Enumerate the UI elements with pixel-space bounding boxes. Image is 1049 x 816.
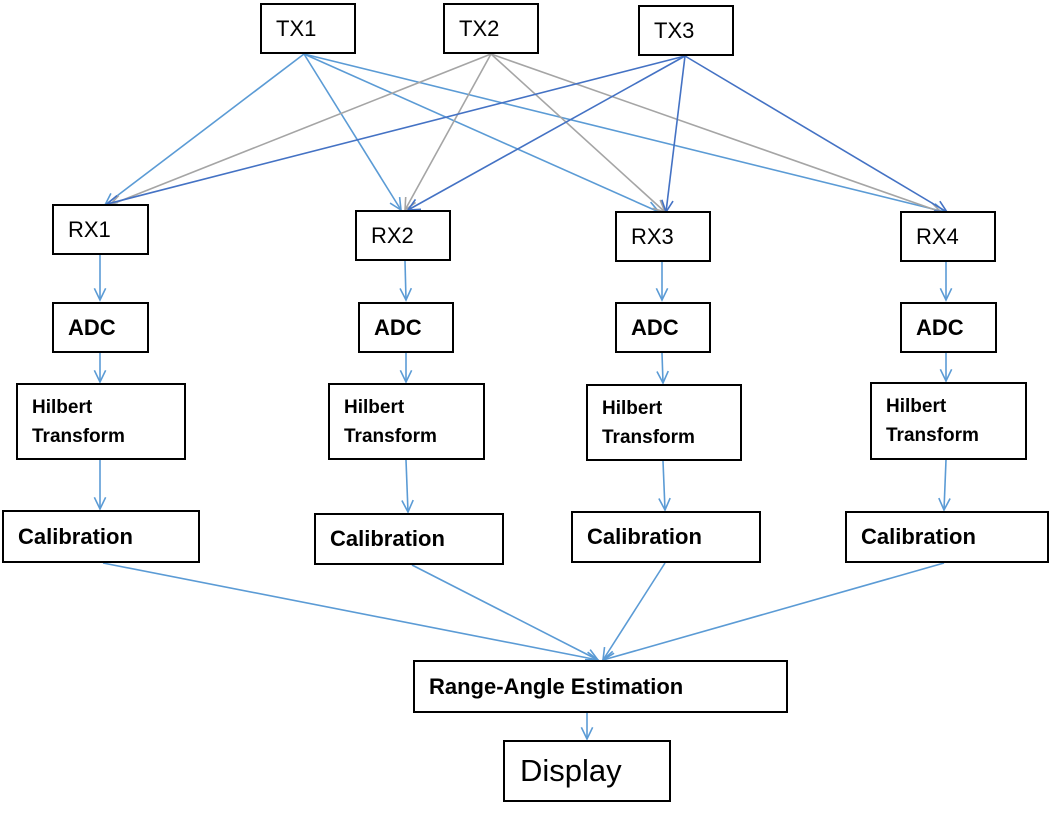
hilbert-to-calibration-arrow-1 bbox=[93, 460, 107, 511]
calibration2-to-range-arrow bbox=[411, 564, 600, 661]
adc-to-hilbert-arrow-2 bbox=[399, 353, 413, 384]
rx2-box: RX2 bbox=[355, 210, 451, 261]
hilbert-box-2: Hilbert Transform bbox=[328, 383, 485, 460]
tx2-to-rx1-arrow bbox=[108, 53, 492, 207]
calibration-label-2: Calibration bbox=[330, 526, 445, 551]
tx3-label: TX3 bbox=[654, 17, 695, 43]
tx3-to-rx2-arrow bbox=[406, 55, 686, 211]
adc-box-2: ADC bbox=[358, 302, 454, 353]
calibration4-to-range-arrow bbox=[601, 562, 945, 664]
rx-to-adc-arrow-2 bbox=[399, 260, 413, 302]
hilbert-label-1: Hilbert Transform bbox=[32, 396, 125, 447]
adc-label-4: ADC bbox=[916, 314, 964, 340]
rx-to-adc-arrow-3 bbox=[655, 262, 669, 302]
calibration-box-2: Calibration bbox=[314, 513, 504, 565]
rx4-label: RX4 bbox=[916, 223, 959, 249]
calibration-box-1: Calibration bbox=[2, 510, 200, 563]
rx2-label: RX2 bbox=[371, 222, 414, 248]
rx3-box: RX3 bbox=[615, 211, 711, 262]
adc-label-2: ADC bbox=[374, 314, 422, 340]
adc-box-3: ADC bbox=[615, 302, 711, 353]
rx1-label: RX1 bbox=[68, 216, 111, 242]
rx-to-adc-arrow-1 bbox=[93, 255, 107, 302]
rx3-label: RX3 bbox=[631, 223, 674, 249]
calibration-label-1: Calibration bbox=[18, 523, 133, 549]
tx3-box: TX3 bbox=[638, 5, 734, 56]
hilbert-label-4: Hilbert Transform bbox=[886, 396, 979, 446]
hilbert-label-3: Hilbert Transform bbox=[602, 397, 695, 448]
rx-to-adc-arrow-4 bbox=[939, 262, 953, 302]
adc-box-4: ADC bbox=[900, 302, 997, 353]
hilbert-box-3: Hilbert Transform bbox=[586, 384, 742, 461]
tx2-to-rx3-arrow bbox=[490, 53, 667, 214]
tx1-label: TX1 bbox=[276, 15, 317, 41]
tx1-box: TX1 bbox=[260, 3, 356, 54]
display-box: Display bbox=[503, 740, 671, 802]
rx4-box: RX4 bbox=[900, 211, 996, 262]
calibration-label-3: Calibration bbox=[587, 524, 702, 549]
hilbert-to-calibration-arrow-2 bbox=[401, 459, 414, 514]
hilbert-to-calibration-arrow-4 bbox=[938, 459, 951, 512]
tx3-to-rx4-arrow bbox=[684, 55, 949, 213]
adc-box-1: ADC bbox=[52, 302, 149, 353]
calibration-label-4: Calibration bbox=[861, 524, 976, 549]
calibration-box-3: Calibration bbox=[571, 511, 761, 563]
rx1-box: RX1 bbox=[52, 204, 149, 255]
hilbert-label-2: Hilbert Transform bbox=[344, 396, 437, 447]
tx2-to-rx4-arrow bbox=[490, 53, 943, 215]
tx1-to-rx4-arrow bbox=[303, 53, 947, 216]
tx1-to-rx3-arrow bbox=[303, 53, 661, 214]
hilbert-box-4: Hilbert Transform bbox=[870, 382, 1027, 460]
hilbert-box-1: Hilbert Transform bbox=[16, 383, 186, 460]
adc-to-hilbert-arrow-4 bbox=[939, 352, 953, 383]
hilbert-to-calibration-arrow-3 bbox=[658, 460, 671, 512]
display-label: Display bbox=[520, 753, 622, 788]
tx3-to-rx1-arrow bbox=[105, 55, 686, 208]
range-angle-estimation-box: Range-Angle Estimation bbox=[413, 660, 788, 713]
range-to-display-arrow bbox=[580, 713, 594, 741]
range-angle-estimation-label: Range-Angle Estimation bbox=[429, 673, 684, 699]
tx2-box: TX2 bbox=[443, 3, 539, 54]
adc-label-3: ADC bbox=[631, 314, 679, 340]
tx1-to-rx1-arrow bbox=[103, 53, 305, 207]
adc-to-hilbert-arrow-3 bbox=[656, 352, 669, 385]
adc-to-hilbert-arrow-1 bbox=[93, 353, 107, 384]
calibration-box-4: Calibration bbox=[845, 511, 1049, 563]
calibration1-to-range-arrow bbox=[102, 562, 600, 665]
adc-label-1: ADC bbox=[68, 314, 116, 340]
tx2-label: TX2 bbox=[459, 15, 500, 41]
tx3-to-rx3-arrow bbox=[661, 55, 686, 214]
